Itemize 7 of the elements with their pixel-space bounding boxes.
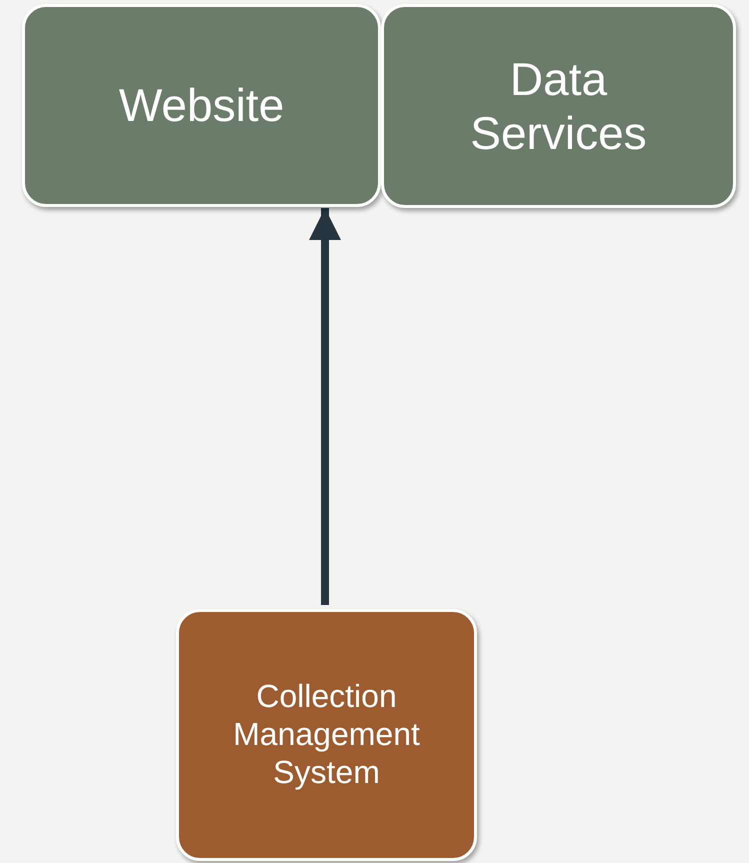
process-box [176, 609, 477, 861]
process-box [22, 4, 381, 207]
box-label: Collection Management System [232, 678, 421, 792]
box-label: Website [118, 78, 284, 133]
box-label: Data Services [469, 52, 648, 160]
process-box [381, 4, 736, 208]
arrow [309, 208, 341, 605]
